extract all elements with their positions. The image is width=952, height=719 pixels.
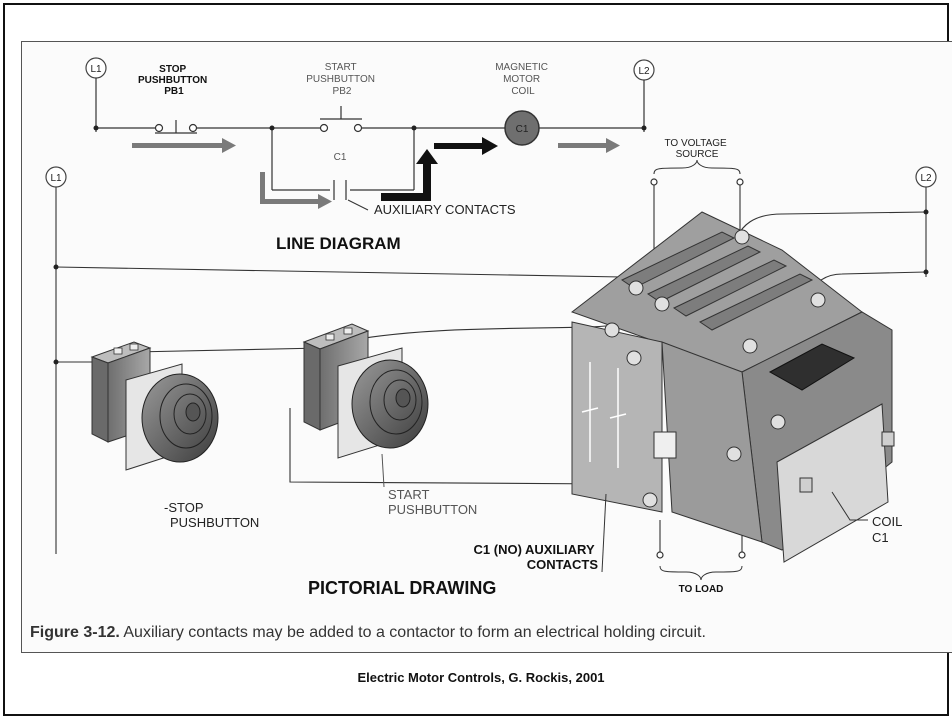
stop-pushbutton-label: STOP PUSHBUTTON PB1: [138, 64, 210, 97]
coil-caption: COIL C1: [872, 514, 905, 545]
flow-arrow-gray: [260, 172, 332, 209]
line-l2-terminal: L2: [633, 59, 655, 81]
figure-caption: Figure 3-12. Auxiliary contacts may be a…: [30, 624, 706, 642]
pictorial-drawing: L1 L2: [45, 138, 937, 598]
magnetic-motor-coil: C1: [504, 110, 540, 146]
stop-pushbutton-caption: -STOP PUSHBUTTON: [164, 500, 259, 530]
main-rung-wire: [96, 127, 644, 191]
flow-arrow-black: [381, 149, 438, 201]
line-l1-terminal: L1: [85, 57, 107, 79]
flow-arrow-gray: [558, 138, 620, 153]
figure-number: Figure 3-12.: [30, 624, 120, 641]
coil-symbol-label: C1: [516, 124, 529, 135]
figure-caption-text: Auxiliary contacts may be added to a con…: [119, 624, 706, 641]
l2-label: L2: [638, 66, 650, 77]
contactor-screws: [604, 229, 826, 508]
flow-arrow-black: [434, 137, 498, 155]
auxiliary-contacts-label: AUXILIARY CONTACTS: [374, 202, 516, 217]
aux-contact-block: [581, 362, 627, 468]
l1-label: L1: [50, 173, 62, 184]
stop-pushbutton-device: [90, 341, 219, 471]
flow-arrow-gray: [132, 138, 236, 153]
start-pushbutton-label: START PUSHBUTTON PB2: [306, 62, 378, 97]
circuit-diagram: L1 L2: [45, 57, 937, 598]
start-pushbutton-device: [302, 323, 429, 459]
to-voltage-source-label: TO VOLTAGE SOURCE: [664, 138, 729, 160]
pictorial-drawing-title: PICTORIAL DRAWING: [308, 578, 496, 598]
stop-pushbutton-symbol: [154, 120, 198, 134]
to-load-label: TO LOAD: [679, 584, 724, 595]
figure-panel: L1 L2: [21, 41, 952, 653]
pictorial-l2-terminal: L2: [915, 166, 937, 188]
aux-contacts-caption: C1 (NO) AUXILIARY CONTACTS: [474, 542, 599, 572]
line-diagram: L1 L2: [85, 57, 655, 253]
auxiliary-contact-symbol: [333, 180, 347, 200]
line-diagram-title: LINE DIAGRAM: [276, 234, 401, 253]
contactor-device: [570, 211, 895, 563]
l2-label: L2: [920, 173, 932, 184]
magnetic-motor-coil-label: MAGNETIC MOTOR COIL: [495, 62, 551, 97]
pictorial-l1-terminal: L1: [45, 166, 67, 188]
source-credit: Electric Motor Controls, G. Rockis, 2001: [357, 670, 605, 685]
current-flow-arrows: [132, 137, 620, 209]
start-pushbutton-symbol: [319, 106, 363, 133]
l1-label: L1: [90, 64, 102, 75]
aux-contact-symbol-label: C1: [334, 152, 347, 163]
start-pushbutton-caption: START PUSHBUTTON: [388, 487, 477, 517]
page-frame: L1 L2: [3, 3, 952, 716]
